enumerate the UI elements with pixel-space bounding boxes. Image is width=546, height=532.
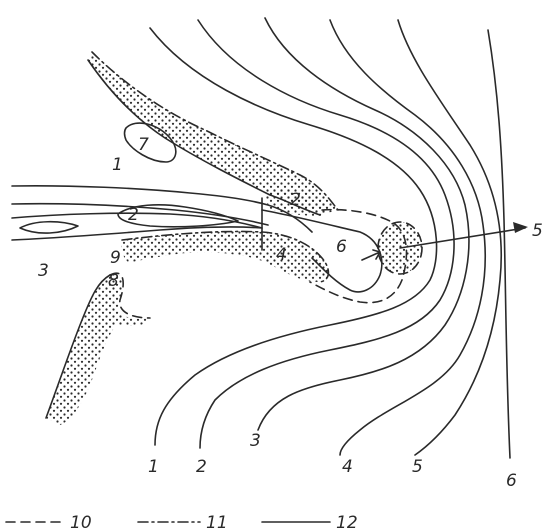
small-arrow-7 (362, 250, 380, 260)
legend-label-11: 11 (206, 513, 228, 532)
legend: 10 11 12 (6, 513, 358, 532)
label-5-arrow: 5 (532, 221, 543, 241)
contour-line-3 (258, 18, 469, 430)
label-contour-5: 5 (412, 457, 423, 477)
label-9: 9 (110, 248, 121, 268)
label-6-tongue: 6 (336, 237, 347, 257)
label-contour-1: 1 (148, 457, 159, 477)
label-contour-2: 2 (196, 457, 207, 477)
arrow-head (513, 222, 528, 233)
contour-line-6 (488, 30, 510, 458)
label-1-left: 1 (112, 155, 123, 175)
channel-lens-left (20, 222, 78, 233)
label-2-lens: 2 (128, 205, 139, 225)
label-contour-6: 6 (506, 471, 517, 491)
legend-label-10: 10 (70, 513, 92, 532)
label-2-belt: 2 (290, 190, 301, 210)
label-contour-3: 3 (250, 431, 261, 451)
dike-stippled (46, 273, 150, 425)
label-3-left: 3 (38, 261, 49, 281)
legend-label-12: 12 (336, 513, 358, 532)
label-7: 7 (138, 135, 149, 155)
label-contour-4: 4 (342, 457, 353, 477)
label-4-layer: 4 (276, 245, 287, 265)
label-8: 8 (108, 271, 119, 291)
lower-stippled-layer (121, 231, 328, 282)
